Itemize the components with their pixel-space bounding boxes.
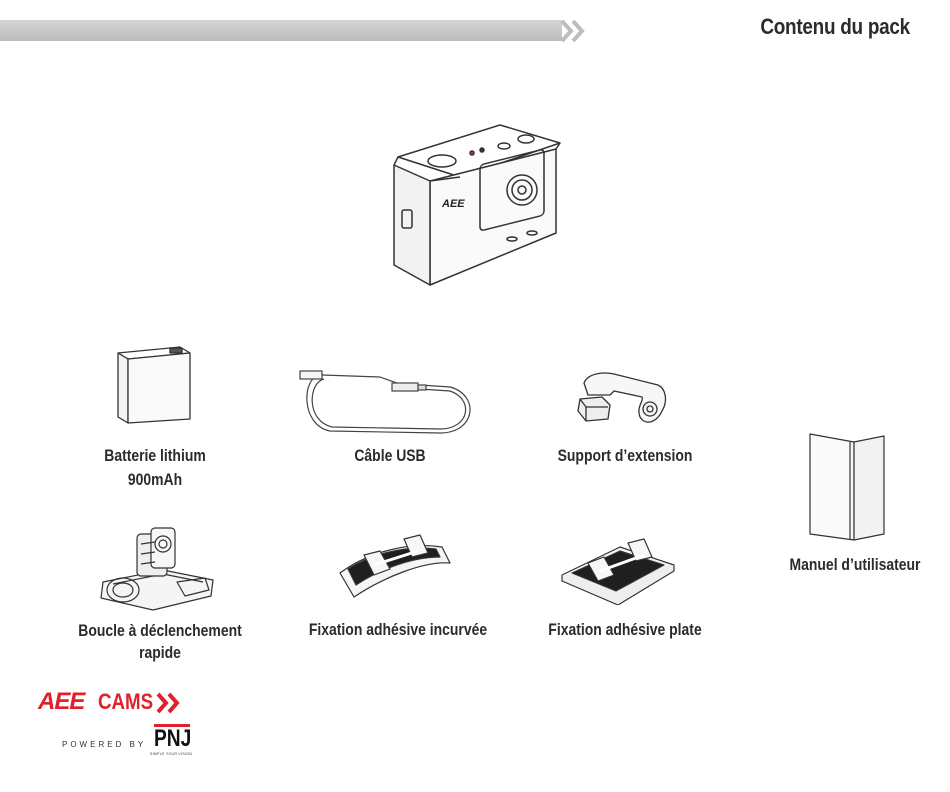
brand-pnj: PNJ xyxy=(154,725,191,753)
usb-cable-item: Câble USB xyxy=(290,355,490,475)
battery-item: Batterie lithium 900mAh xyxy=(60,335,250,495)
manual-item: Manuel d’utilisateur xyxy=(770,430,940,580)
usb-label: Câble USB xyxy=(308,445,472,467)
extension-mount-icon xyxy=(570,365,680,435)
camera-logo: AEE xyxy=(441,198,465,210)
flat-mount-item: Fixation adhésive plate xyxy=(520,525,730,645)
brand-powered-by: POWERED BY xyxy=(62,740,146,749)
extension-mount-item: Support d’extension xyxy=(530,365,720,475)
buckle-label-line1: Boucle à déclenchement xyxy=(74,620,246,642)
extension-label: Support d’extension xyxy=(547,445,703,467)
brand-tagline: SIMPLE YOUR VISION xyxy=(150,752,192,756)
flat-label: Fixation adhésive plate xyxy=(539,619,711,641)
action-camera: AEE xyxy=(380,115,580,295)
curved-mount-item: Fixation adhésive incurvée xyxy=(290,525,500,645)
brand-chevron-icon xyxy=(156,692,182,714)
curved-adhesive-mount-icon xyxy=(334,525,454,605)
battery-label-line1: Batterie lithium xyxy=(77,445,233,467)
manual-icon xyxy=(806,430,896,550)
buckle-label-line2: rapide xyxy=(74,642,246,664)
header-bar xyxy=(0,20,562,41)
battery-label-line2: 900mAh xyxy=(77,469,233,491)
curved-label: Fixation adhésive incurvée xyxy=(309,619,481,641)
buckle-item: Boucle à déclenchement rapide xyxy=(55,520,265,670)
quick-release-buckle-icon xyxy=(93,520,223,615)
brand-logo: AEE CAMS POWERED BY PNJ SIMPLE YOUR VISI… xyxy=(38,688,198,768)
chevron-double-right-icon xyxy=(560,18,590,44)
manual-label: Manuel d’utilisateur xyxy=(785,554,924,576)
brand-aee: AEE xyxy=(38,688,84,716)
brand-cams: CAMS xyxy=(98,689,153,715)
flat-adhesive-mount-icon xyxy=(558,525,678,605)
usb-cable-icon xyxy=(290,355,490,445)
page-title: Contenu du pack xyxy=(760,14,910,40)
battery-icon xyxy=(112,339,192,429)
action-camera-icon: AEE xyxy=(380,115,580,295)
